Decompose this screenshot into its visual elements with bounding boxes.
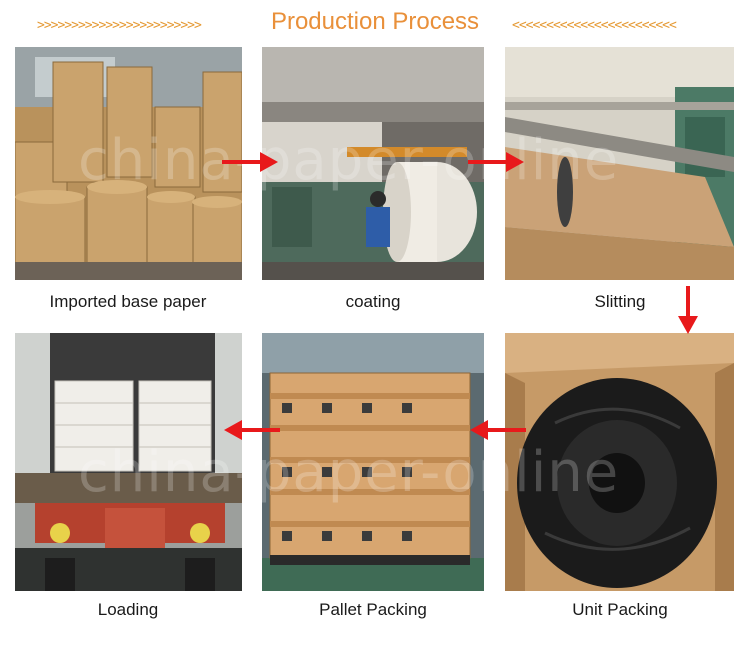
step-caption-unit-packing: Unit Packing: [572, 600, 668, 619]
arrow-left-icon-1: [470, 420, 526, 440]
step-caption-slitting: Slitting: [594, 292, 646, 311]
step-caption-pallet-packing: Pallet Packing: [319, 600, 427, 619]
imported-base-paper-photo: [15, 47, 242, 280]
step-caption-coating: coating: [345, 292, 401, 311]
arrow-down-icon: [678, 286, 698, 334]
arrow-right-icon-2: [468, 152, 524, 172]
page-title: Production Process: [270, 8, 480, 35]
right-chevron-decoration: <<<<<<<<<<<<<<<<<<<<<<<<: [512, 18, 677, 33]
arrow-right-icon-1: [222, 152, 278, 172]
loading-photo: [15, 333, 242, 591]
arrow-left-icon-2: [224, 420, 280, 440]
step-caption-imported-base-paper: Imported base paper: [49, 292, 207, 311]
pallet-packing-photo: [262, 333, 484, 591]
left-chevron-decoration: >>>>>>>>>>>>>>>>>>>>>>>>: [37, 18, 202, 33]
unit-packing-photo: [505, 333, 734, 591]
slitting-photo: [505, 47, 734, 280]
coating-photo: [262, 47, 484, 280]
step-caption-loading: Loading: [97, 600, 159, 619]
